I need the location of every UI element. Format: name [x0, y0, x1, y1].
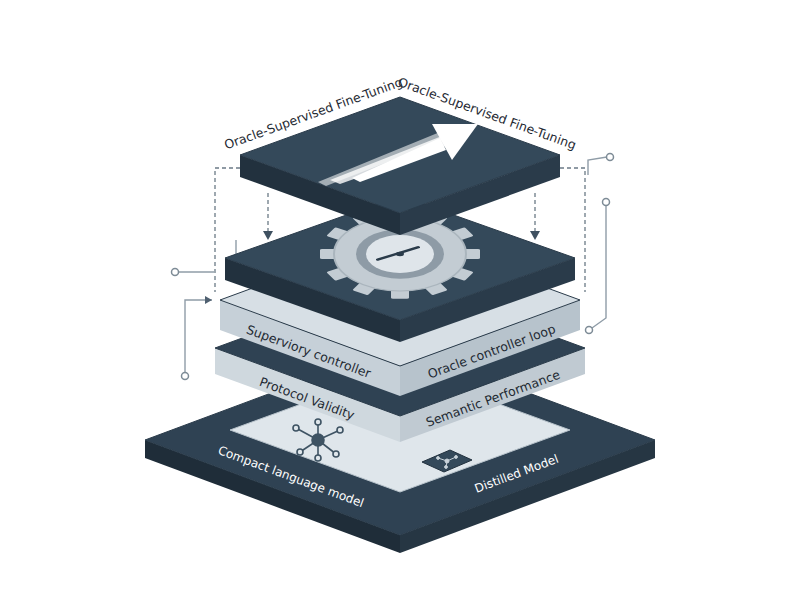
wire [185, 300, 212, 372]
dashed-line [534, 193, 535, 232]
distilled-icon [422, 450, 472, 472]
wire [592, 206, 606, 328]
network-icon [293, 419, 343, 461]
wire [178, 271, 214, 272]
wire-terminal [182, 373, 189, 380]
wire [588, 157, 607, 175]
wire-terminal [607, 154, 614, 161]
arrowhead [263, 231, 273, 240]
dashed-line [560, 168, 585, 292]
wire-terminal [603, 199, 610, 206]
wire-arrowhead [205, 296, 212, 304]
arrowhead [530, 231, 540, 240]
dashed-line [215, 168, 240, 292]
slab-top [145, 345, 655, 535]
wire-terminal [172, 269, 179, 276]
wire-terminal [586, 327, 593, 334]
dashed-line [267, 193, 268, 232]
